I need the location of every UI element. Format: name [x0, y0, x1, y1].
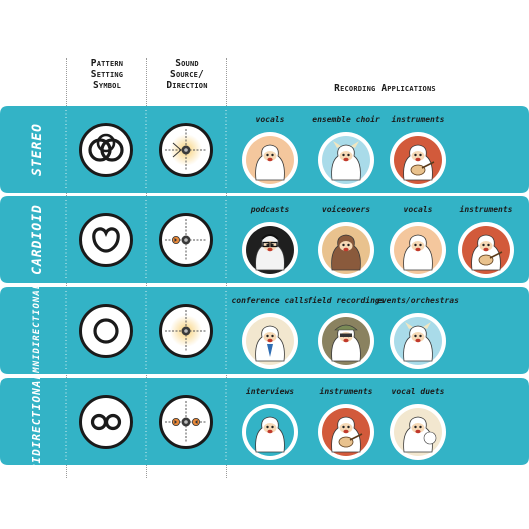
recording-applications-header: Recording Applications: [334, 83, 436, 94]
omni-circle-icon: [93, 318, 119, 344]
application-avatar: [390, 132, 446, 188]
yeti-vocals-icon: [403, 234, 433, 271]
yeti-orchestra-icon: [403, 322, 433, 362]
application-avatar: [458, 222, 514, 278]
application-label: vocals: [403, 205, 433, 214]
application-item: ensemble choir: [310, 114, 382, 188]
row-label-text: BIDIRECTIONAL: [30, 371, 44, 472]
row-label-text: STEREO: [29, 123, 45, 176]
application-item: instruments: [382, 114, 454, 188]
application-avatar: [390, 222, 446, 278]
application-label: instruments: [391, 115, 445, 124]
application-avatar: [390, 313, 446, 369]
yeti-choir-icon: [331, 141, 361, 181]
row-label: CARDIOID: [12, 196, 62, 283]
application-item: vocals: [382, 204, 454, 278]
application-avatar: [318, 404, 374, 460]
application-avatar: [242, 132, 298, 188]
application-avatar: [318, 132, 374, 188]
application-label: conference calls: [231, 296, 309, 305]
pattern-row-cardioid: CARDIOID podcasts voiceovers vocals instrume…: [0, 196, 529, 283]
stereo-source-icon: [165, 129, 207, 171]
application-label: instruments: [319, 387, 373, 396]
application-label: events/orchestras: [377, 296, 459, 305]
application-label: field recordings: [307, 296, 385, 305]
application-item: podcasts: [234, 204, 306, 278]
pattern-setting-symbol-header: Pattern Setting Symbol: [90, 58, 124, 91]
bidirectional-source-icon: [165, 401, 207, 443]
pattern-symbol: [79, 123, 133, 177]
stereo-rings-icon: [88, 133, 124, 162]
yeti-conference-icon: [255, 325, 285, 362]
application-label: ensemble choir: [312, 115, 380, 124]
application-item: events/orchestras: [377, 295, 459, 369]
sound-source-diagram: [159, 123, 213, 177]
yeti-vocals-icon: [255, 144, 285, 181]
application-item: conference calls: [231, 295, 309, 369]
yeti-podcast-icon: [255, 234, 285, 271]
application-label: podcasts: [250, 205, 290, 214]
row-label: STEREO: [12, 106, 62, 193]
application-label: vocal duets: [391, 387, 445, 396]
pattern-row-bidirectional: BIDIRECTIONAL interviews instruments vocal …: [0, 372, 529, 471]
yeti-guitar-icon: [471, 234, 503, 271]
row-label: BIDIRECTIONAL: [12, 372, 62, 471]
application-avatar: [242, 222, 298, 278]
yeti-interview-icon: [255, 416, 285, 453]
pattern-symbol: [79, 304, 133, 358]
application-item: interviews: [234, 386, 306, 460]
sound-source-direction-header: Sound Source/ Direction: [166, 58, 208, 91]
application-avatar: [318, 222, 374, 278]
application-avatar: [390, 404, 446, 460]
yeti-guitar-icon: [403, 144, 435, 181]
application-avatar: [242, 404, 298, 460]
pattern-symbol: [79, 395, 133, 449]
sound-source-diagram: [159, 213, 213, 267]
pattern-row-stereo: STEREO vocals ensemble choir instruments: [0, 106, 529, 193]
application-item: instruments: [450, 204, 522, 278]
yeti-voiceover-icon: [331, 234, 361, 271]
omni-source-icon: [165, 310, 207, 352]
application-item: voiceovers: [310, 204, 382, 278]
application-item: field recordings: [307, 295, 385, 369]
row-label-text: OMNIDIRECTIONAL: [32, 282, 42, 379]
application-label: interviews: [245, 387, 295, 396]
figure-eight-icon: [90, 413, 122, 431]
cardioid-source-icon: [165, 219, 207, 261]
yeti-guitar-icon: [331, 416, 363, 453]
application-item: vocals: [234, 114, 306, 188]
row-label-text: CARDIOID: [29, 204, 45, 275]
application-avatar: [242, 313, 298, 369]
application-avatar: [318, 313, 374, 369]
application-item: vocal duets: [382, 386, 454, 460]
sound-source-diagram: [159, 395, 213, 449]
pattern-symbol: [79, 213, 133, 267]
yeti-duet-icon: [403, 416, 437, 453]
application-item: instruments: [310, 386, 382, 460]
application-label: voiceovers: [321, 205, 371, 214]
column-header-bar: Pattern Setting Symbol Sound Source/ Dir…: [0, 0, 529, 100]
yeti-field-icon: [331, 324, 361, 362]
application-label: instruments: [459, 205, 513, 214]
row-label: OMNIDIRECTIONAL: [12, 282, 62, 378]
application-label: vocals: [255, 115, 285, 124]
sound-source-diagram: [159, 304, 213, 358]
cardioid-heart-icon: [92, 227, 120, 253]
